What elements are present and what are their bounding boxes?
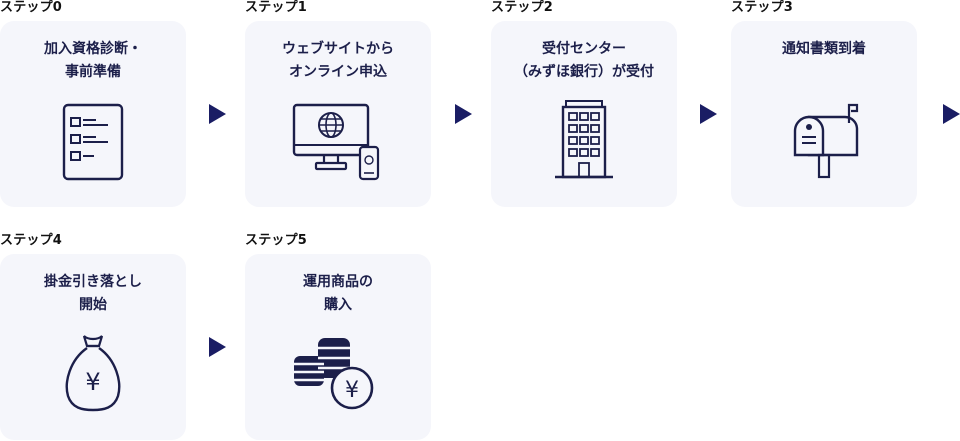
arrow-right-icon <box>943 104 960 124</box>
step-title-line: 事前準備 <box>65 64 121 80</box>
step-label: ステップ1 <box>245 0 308 15</box>
checklist-icon <box>0 97 186 187</box>
step-card: 加入資格診断・ 事前準備 <box>0 21 186 207</box>
step-title-line: 受付センター <box>542 41 626 57</box>
step-card: 通知書類到着 <box>731 21 917 207</box>
step-title: 通知書類到着 <box>731 38 917 61</box>
arrow-right-icon <box>209 337 226 357</box>
step-title-line: 通知書類到着 <box>782 41 866 57</box>
arrow-right-icon <box>700 104 717 124</box>
step-card: 掛金引き落とし 開始 ¥ <box>0 254 186 440</box>
step-title-line: ウェブサイトから <box>282 41 394 57</box>
step-title-line: オンライン申込 <box>289 64 387 80</box>
step-title: 受付センター （みずほ銀行）が受付 <box>491 38 677 84</box>
step-title: 掛金引き落とし 開始 <box>0 271 186 317</box>
step-title: 運用商品の 購入 <box>245 271 431 317</box>
step-title: ウェブサイトから オンライン申込 <box>245 38 431 84</box>
step-title-line: 購入 <box>324 297 352 313</box>
mailbox-icon <box>731 97 917 187</box>
step-label: ステップ5 <box>245 233 308 248</box>
arrow-right-icon <box>209 104 226 124</box>
step-title-line: 運用商品の <box>303 274 373 290</box>
step-title: 加入資格診断・ 事前準備 <box>0 38 186 84</box>
step-title-line: 加入資格診断・ <box>44 41 142 57</box>
step-label: ステップ4 <box>0 233 63 248</box>
computer-web-icon <box>245 97 431 187</box>
arrow-right-icon <box>455 104 472 124</box>
building-icon <box>491 97 677 187</box>
step-card: 運用商品の 購入 ¥ <box>245 254 431 440</box>
yen-glyph: ¥ <box>345 378 359 403</box>
step-label: ステップ0 <box>0 0 63 15</box>
yen-money-bag-icon: ¥ <box>0 330 186 420</box>
yen-glyph: ¥ <box>85 368 100 396</box>
step-card: 受付センター （みずほ銀行）が受付 <box>491 21 677 207</box>
step-label: ステップ2 <box>491 0 554 15</box>
step-label: ステップ3 <box>731 0 794 15</box>
coins-yen-icon: ¥ <box>245 330 431 420</box>
step-title-line: （みずほ銀行）が受付 <box>514 64 654 80</box>
step-title-line: 掛金引き落とし <box>44 274 142 290</box>
step-title-line: 開始 <box>79 297 107 313</box>
step-card: ウェブサイトから オンライン申込 <box>245 21 431 207</box>
